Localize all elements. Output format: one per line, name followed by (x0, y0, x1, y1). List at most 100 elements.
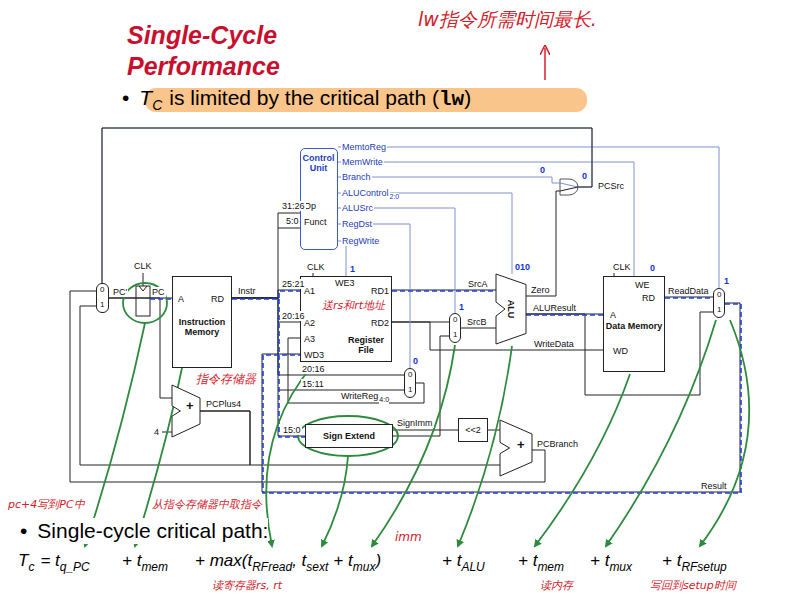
bullet-line: Single-cycle critical path: (37, 518, 268, 544)
formula-term: T (18, 550, 28, 572)
data-wire (109, 298, 172, 398)
signal-value: 0 (413, 356, 418, 366)
bit-field: 15:0 (282, 425, 302, 435)
port-label: 0 (453, 315, 457, 325)
handwritten-note: lw指令所需时间最长. (418, 8, 597, 30)
signal-name: Result (700, 481, 728, 491)
block-title: <<2 (459, 419, 487, 441)
multiplexer: 01 (713, 288, 725, 318)
green-arrow (85, 323, 145, 546)
formula-term: mux (609, 560, 632, 574)
formula-term: = t (40, 550, 59, 572)
control-signal: Branch (341, 172, 372, 182)
signal-name: SrcB (466, 317, 488, 327)
signal-name: PC' (112, 287, 128, 297)
control-signal: 2:0 (390, 193, 400, 201)
data-wire (102, 128, 592, 296)
adder-body (500, 420, 532, 476)
data-wire (393, 430, 458, 431)
port-label: + (517, 440, 525, 450)
formula-term: mux (353, 560, 376, 574)
formula-term: + max(t (195, 550, 252, 572)
formula-term: ) (375, 550, 381, 572)
formula-term: RFsetup (681, 560, 726, 574)
green-loop (298, 416, 398, 456)
port-label: WD3 (304, 350, 324, 360)
formula-term: + t (662, 550, 681, 572)
port-label: A (610, 310, 616, 320)
data-wire (393, 336, 449, 436)
bit-field: 5:0 (285, 216, 300, 226)
bit-field: 20:16 (281, 311, 306, 321)
bullet-line: C (152, 97, 162, 113)
handwritten-note: 读寄存器rs, rt (212, 579, 282, 592)
bit-field: 20:16 (301, 364, 326, 374)
control-signal-row: ALUControl2:0 (341, 188, 399, 198)
multiplexer: 01 (404, 368, 416, 398)
signal-value: 1 (350, 264, 355, 274)
green-loop (123, 283, 167, 323)
block-title: Instruction Memory (173, 317, 231, 337)
control-signal: ALUControl (341, 188, 390, 198)
block-title: Control Unit (301, 153, 336, 173)
adder-shape: + (500, 420, 532, 476)
port-label: WD (613, 346, 628, 356)
bullet-line: • (122, 85, 129, 111)
bullet-line: lw (439, 87, 464, 113)
handwritten-note: 读内存 (540, 579, 573, 592)
formula-term: mem (141, 560, 168, 574)
formula-term: sext (306, 560, 328, 574)
green-arrow (322, 456, 348, 546)
signal-name: 4:0 (379, 396, 389, 404)
formula-term: + t (442, 550, 461, 572)
bullet-line: T (139, 85, 152, 111)
formula-term-row: + tRFsetup (662, 550, 727, 572)
formula-term: RFread (252, 560, 292, 574)
signal-name: PC (151, 287, 166, 297)
formula-term: + t (590, 550, 609, 572)
signal-name: WriteReg (340, 391, 379, 401)
green-arrow (535, 374, 630, 546)
port-label: 0 (717, 290, 721, 300)
control-signal: MemWrite (341, 157, 384, 167)
green-arrow (700, 320, 749, 546)
signal-value: 1 (724, 276, 729, 286)
and-gate (560, 179, 578, 195)
handwritten-note: 写回到setup时间 (650, 579, 736, 592)
data-wire (461, 328, 496, 329)
register-file: WE3A1RD1A2RD2A3WD3Register File (300, 276, 392, 362)
bit-field: 15:11 (301, 379, 325, 389)
handwritten-note: 指令存储器 (196, 372, 256, 386)
port-label: A2 (304, 318, 315, 328)
clock-label: CLK (133, 261, 153, 271)
multiplexer: 01 (449, 313, 461, 343)
signal-value: 0 (650, 263, 655, 273)
formula-term-row: + tmux (590, 550, 632, 572)
port-label: 1 (717, 305, 721, 315)
formula-term: + t (518, 550, 537, 572)
green-arrow (266, 366, 312, 546)
bullet-line-row: •TCis limited by the critical path (lw) (122, 85, 471, 113)
port-label: A (178, 294, 184, 304)
control-wire (102, 128, 592, 283)
bullet-line: is limited by the critical path ( (169, 85, 439, 111)
sign-extend-box: Sign Extend (305, 424, 393, 448)
signal-name-row: WriteReg4:0 (340, 391, 389, 401)
port-label: + (186, 401, 194, 411)
signal-name: Zero (530, 285, 551, 295)
signal-value: 0 (582, 171, 587, 181)
port-label: RD1 (371, 286, 389, 296)
signal-value: 1 (459, 302, 464, 312)
control-signal: RegDst (341, 219, 373, 229)
formula-term: mem (537, 560, 564, 574)
formula-term: q_PC (60, 560, 90, 574)
formula-term-row: + max(tRFread, tsext+ tmux) (195, 550, 381, 572)
control-wire (338, 147, 719, 288)
clock-label: CLK (306, 262, 326, 272)
handwritten-note: 送rs和rt地址 (322, 299, 385, 312)
control-signal: ALUSrc (341, 203, 374, 213)
signal-name: SrcA (467, 279, 489, 289)
formula-term-row: + tmem (518, 550, 564, 572)
bit-field: 25:21 (281, 279, 306, 289)
